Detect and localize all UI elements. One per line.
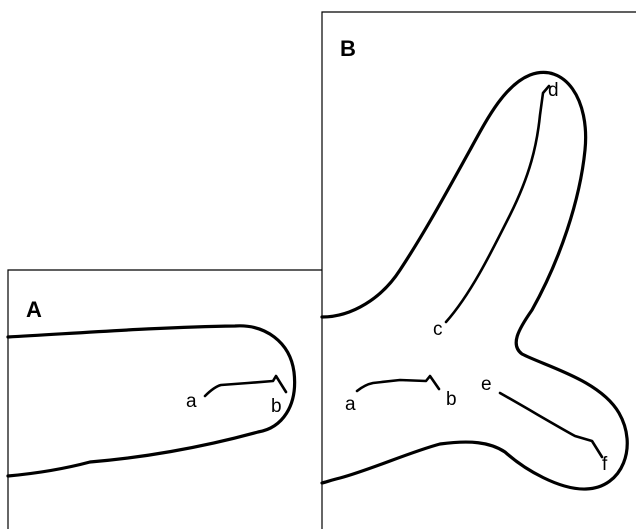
panel-b-point-c-label: c <box>433 319 443 340</box>
panel-b-point-d-label: d <box>548 80 559 101</box>
panel-b: B a b c d e f <box>322 12 636 529</box>
panel-b-track-ef <box>500 393 602 457</box>
panel-a: A a b <box>8 270 322 529</box>
panel-b-point-e-label: e <box>481 374 492 395</box>
panel-a-outline <box>8 326 295 476</box>
panel-b-point-a-label: a <box>345 394 356 415</box>
panel-b-point-f-label: f <box>602 454 608 475</box>
panel-a-track-ab <box>205 376 286 396</box>
panel-a-label: A <box>26 297 42 322</box>
panel-a-point-b-label: b <box>271 396 282 417</box>
panel-b-frame <box>322 12 636 529</box>
panel-b-point-b-label: b <box>446 389 457 410</box>
panel-b-track-ab <box>357 376 439 391</box>
panel-b-track-cd <box>446 86 549 322</box>
panel-b-label: B <box>340 36 356 61</box>
panel-a-point-a-label: a <box>186 391 197 412</box>
